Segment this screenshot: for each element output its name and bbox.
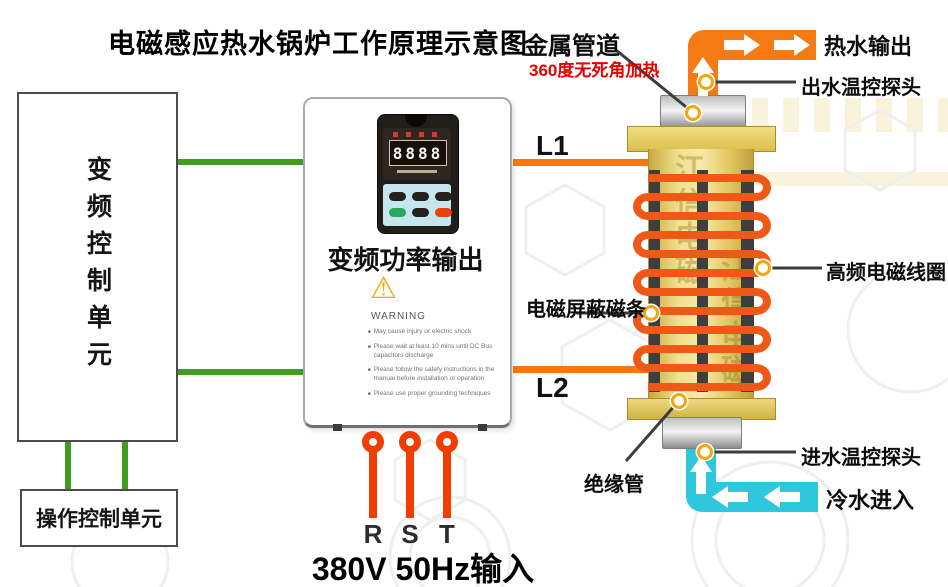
led-icon [406, 132, 411, 137]
panel-keypad [383, 184, 451, 226]
panel-caption-strip [397, 170, 437, 173]
warning-item: Please use proper grounding techniques [368, 390, 500, 399]
inverter-output-label: 变频功率输出 [327, 245, 484, 275]
keypad-stop-button [435, 208, 452, 217]
mains-input-label: 380V 50Hz输入 [311, 551, 535, 587]
hf-coil-label: 高频电磁线圈 [826, 262, 946, 284]
outlet-probe-marker [698, 74, 714, 90]
keypad-run-button [389, 208, 406, 217]
magnetic-shield-strip [649, 170, 660, 392]
l2-wire [513, 366, 653, 373]
operation-control-unit-label: 操作控制单元 [36, 508, 162, 531]
l1-label: L1 [536, 130, 569, 161]
diagram-title: 电磁感应热水锅炉工作原理示意图 [108, 29, 528, 59]
warning-triangle-icon: ⚠ [370, 272, 397, 305]
led-icon [432, 132, 437, 137]
panel-led-indicators [393, 132, 441, 137]
green-signal-wire-bottom [178, 369, 304, 375]
insulation-pipe-label: 绝缘管 [584, 474, 644, 496]
metal-pipe-marker [685, 105, 701, 121]
outlet-probe-label: 出水温控探头 [801, 77, 921, 99]
inverter-foot-left [333, 424, 342, 431]
metal-pipe-label: 金属管道 [524, 33, 620, 60]
cold-water-in-label: 冷水进入 [826, 488, 915, 513]
warning-item: Please follow the safety instructions in… [368, 366, 500, 384]
keypad-button [435, 192, 452, 201]
magnetic-shield-strip [697, 170, 708, 392]
inverter-foot-right [478, 424, 487, 431]
digital-display: 8888 [389, 140, 447, 166]
warning-title: WARNING [371, 311, 426, 322]
magnetic-shield-strip [741, 170, 754, 392]
warning-item: Please wait at least 10 mins until DC Bu… [368, 343, 500, 361]
coil-marker [755, 260, 771, 276]
full-heating-label: 360度无死角加热 [529, 61, 660, 80]
green-signal-wire-top [178, 159, 304, 165]
keypad-button [389, 192, 406, 201]
metal-pipe-top-cap [660, 95, 746, 129]
green-signal-wire-vertical-2 [122, 441, 128, 489]
phase-r-wire [369, 452, 377, 518]
phase-t-wire [443, 452, 451, 518]
keypad-button [412, 192, 429, 201]
phase-s-wire [406, 452, 414, 518]
phase-s-label: S [401, 519, 419, 549]
l2-label: L2 [536, 372, 569, 403]
phase-t-label: T [439, 519, 455, 549]
phase-t-terminal [436, 431, 458, 453]
shield-strip-label: 电磁屏蔽磁条 [526, 299, 646, 321]
vfd-control-unit-box: 变频控制单元 [17, 92, 178, 442]
green-signal-wire-vertical-1 [65, 441, 71, 489]
panel-notch [405, 115, 427, 127]
l1-wire [513, 159, 658, 166]
led-icon [419, 132, 424, 137]
warning-item: May cause injury or electric shock [368, 328, 500, 337]
inlet-probe-marker [697, 444, 713, 460]
boiler-top-flange [627, 126, 776, 152]
inlet-probe-label: 进水温控探头 [801, 447, 921, 469]
phase-r-terminal [362, 431, 384, 453]
phase-s-terminal [399, 431, 421, 453]
keypad-button [412, 208, 429, 217]
insulation-pipe-marker [671, 393, 687, 409]
led-icon [393, 132, 398, 137]
phase-r-label: R [363, 519, 383, 549]
hot-water-out-label: 热水输出 [824, 34, 913, 59]
warning-list: May cause injury or electric shock Pleas… [368, 328, 500, 405]
operation-control-unit-box: 操作控制单元 [20, 489, 178, 547]
vfd-control-unit-label: 变频控制单元 [83, 156, 112, 378]
background-band [745, 172, 948, 186]
